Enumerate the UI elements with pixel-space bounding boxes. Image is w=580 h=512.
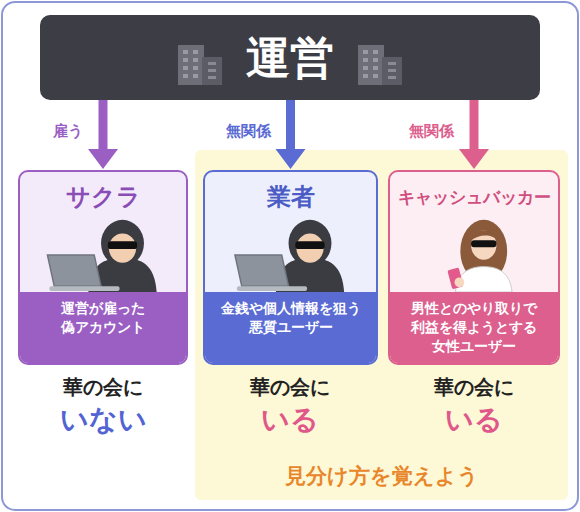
category-title: サクラ [20, 172, 186, 214]
category-description: 運営が雇った 偽アカウント [20, 292, 186, 363]
edge-label: 無関係 [409, 122, 454, 140]
woman-illustration [390, 214, 558, 292]
category-description: 男性とのやり取りで 利益を得ようとする 女性ユーザー [390, 292, 558, 363]
edge-label: 無関係 [226, 122, 271, 140]
building-icon [178, 45, 222, 85]
hooded-figure-illustration [205, 214, 376, 292]
band-caption: 見分け方を覚えよう [195, 462, 568, 490]
organization-title: 運営 [40, 15, 540, 100]
arrow-shaft [286, 100, 295, 151]
arrow-shaft [470, 100, 479, 151]
presence-status: いる [261, 403, 319, 437]
arrow-shaft [99, 100, 108, 151]
arrow-head [88, 149, 118, 169]
illustration-holder [390, 214, 558, 292]
presence-label: 華の会に [434, 375, 514, 399]
illustration-holder [205, 214, 376, 292]
presence-label: 華の会に [250, 375, 330, 399]
category-title: 業者 [205, 172, 376, 214]
highlight-band: 見分け方を覚えよう業者金銭や個人情報を狙う 悪質ユーザーキャッシュバッカー男性と… [195, 150, 568, 500]
category-box: キャッシュバッカー男性とのやり取りで 利益を得ようとする 女性ユーザー [388, 170, 560, 365]
category-title: キャッシュバッカー [390, 172, 558, 214]
category-box: サクラ運営が雇った 偽アカウント [18, 170, 188, 365]
edge-label: 雇う [53, 122, 83, 140]
presence-status: いない [60, 403, 147, 437]
hooded-figure-illustration [20, 214, 186, 292]
category-description: 金銭や個人情報を狙う 悪質ユーザー [205, 292, 376, 363]
illustration-holder [20, 214, 186, 292]
category-box: 業者金銭や個人情報を狙う 悪質ユーザー [203, 170, 378, 365]
presence-status: いる [445, 403, 503, 437]
organization-box: 運営 [40, 15, 540, 100]
presence-label: 華の会に [63, 375, 143, 399]
connector-arrow [88, 100, 118, 169]
building-icon [358, 45, 402, 85]
